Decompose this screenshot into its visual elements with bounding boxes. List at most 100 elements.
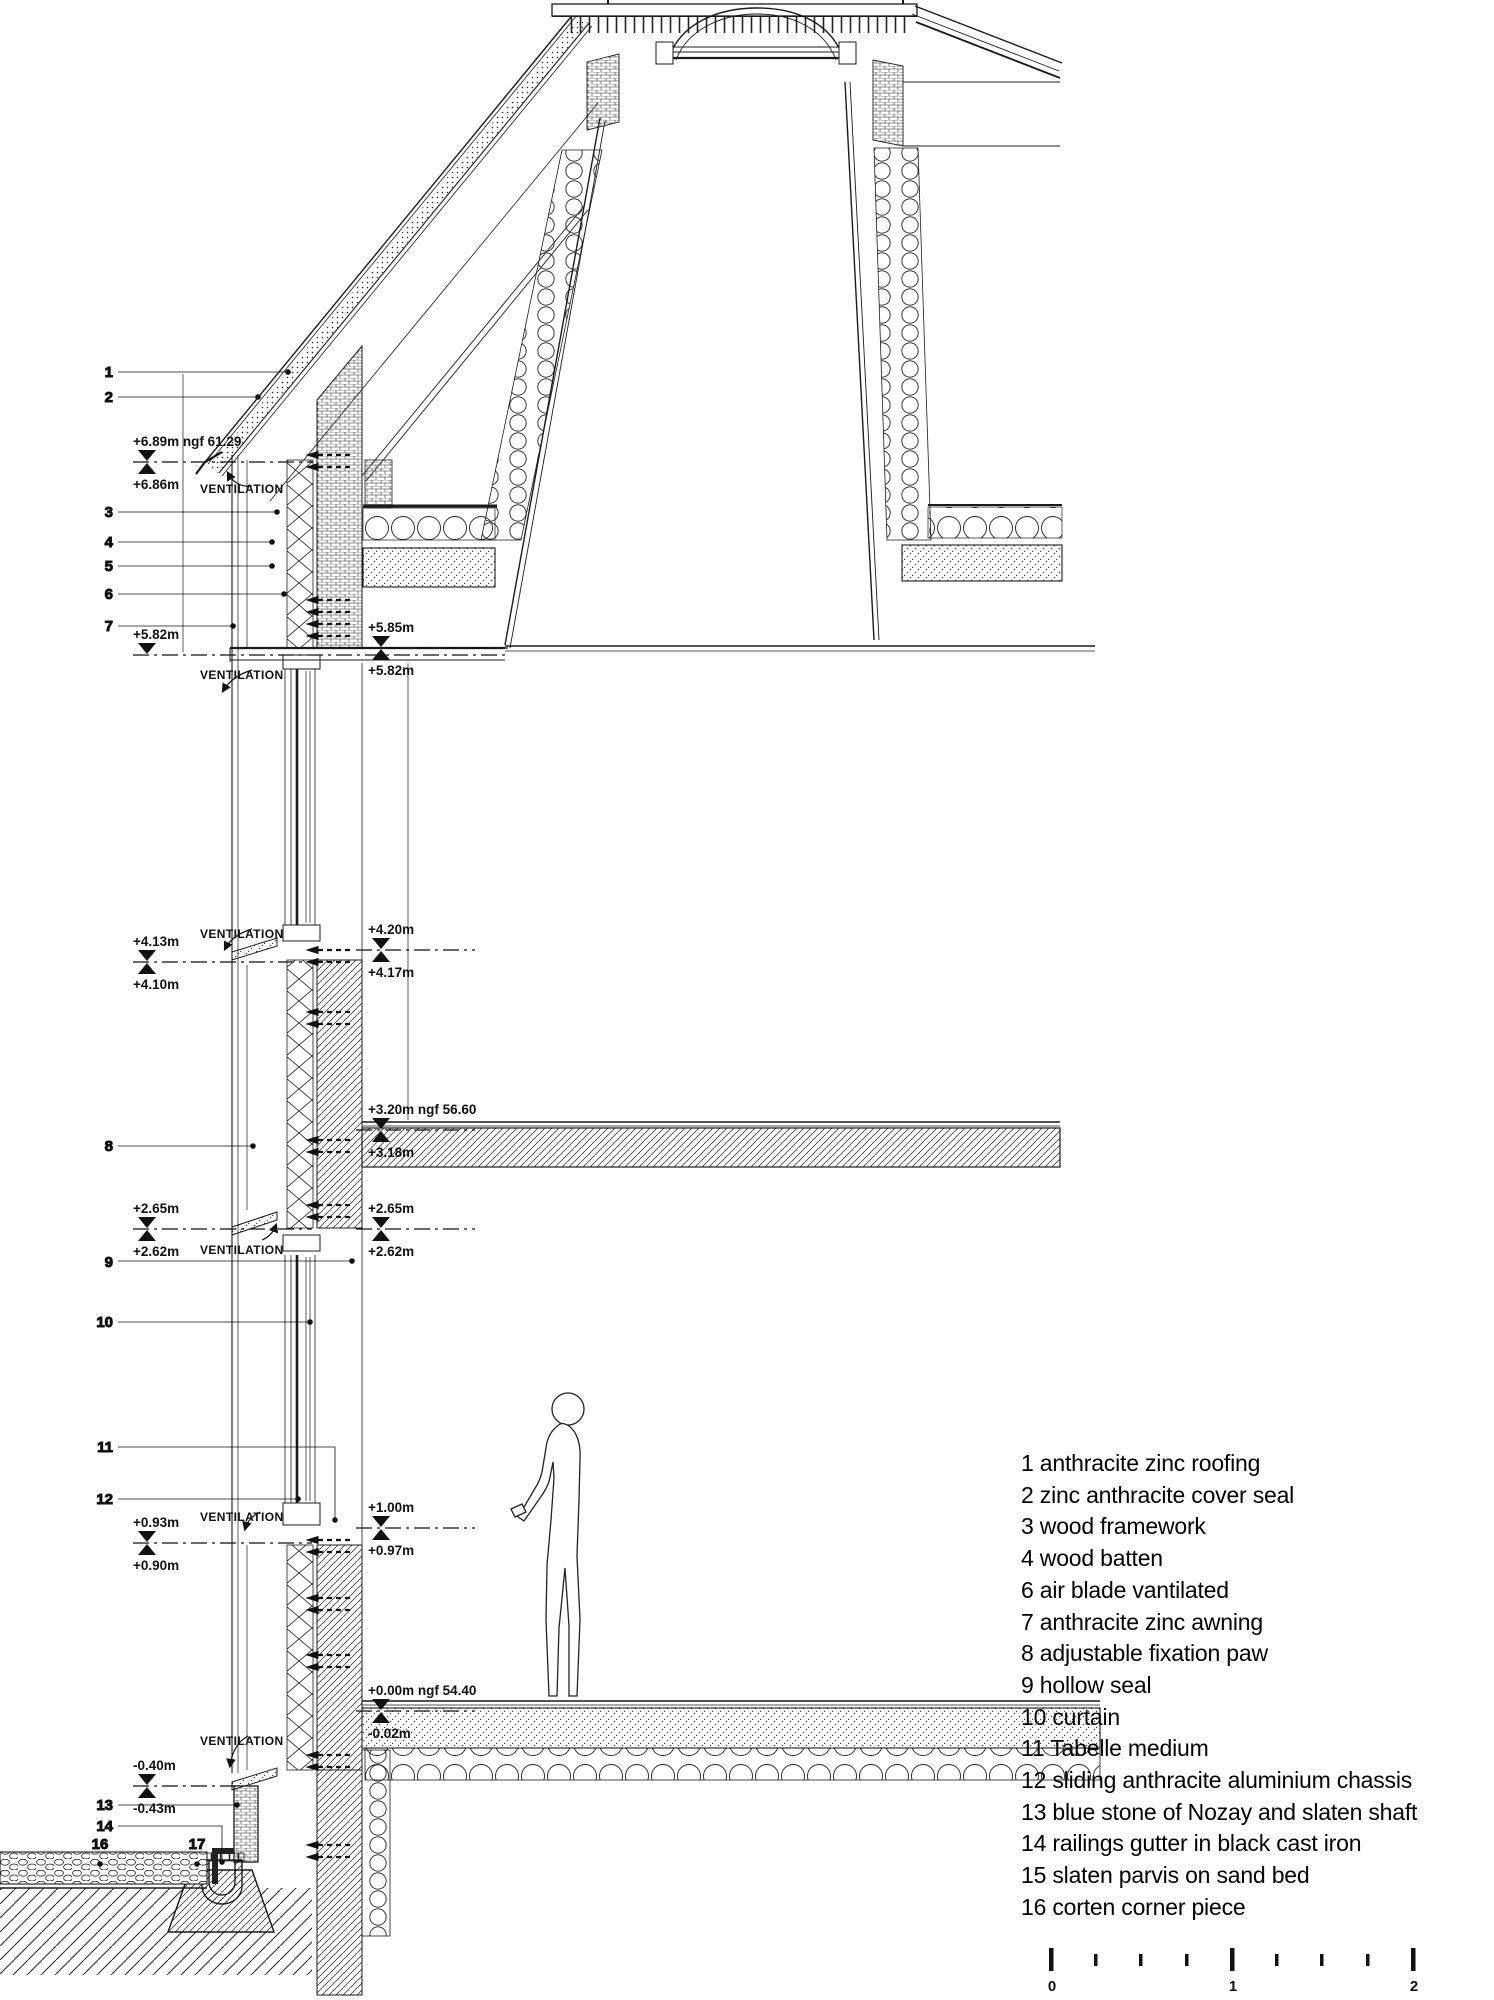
callout-2: 2	[105, 389, 113, 406]
legend-item: 13 blue stone of Nozay and slaten shaft	[1021, 1798, 1418, 1825]
legend-item: 8 adjustable fixation paw	[1021, 1640, 1268, 1667]
basement-wall	[316, 1769, 363, 1996]
callout-3: 3	[105, 504, 113, 521]
skylight-dome	[667, 7, 845, 61]
flat-roof-screed-left	[362, 547, 496, 588]
scale-label-1: 1	[1229, 1978, 1237, 1995]
level-text: +6.86m	[133, 477, 179, 492]
legend-item: 14 railings gutter in black cast iron	[1021, 1830, 1362, 1857]
callout-14: 14	[96, 1818, 113, 1835]
slab-body-320	[361, 1127, 1061, 1168]
corten-corner-piece	[212, 1848, 234, 1884]
legend-item: 1 anthracite zinc roofing	[1021, 1450, 1261, 1476]
wall-assembly	[231, 344, 409, 1996]
marker-413: +4.13m +4.10m	[133, 934, 312, 992]
level-text: +0.97m	[368, 1543, 414, 1558]
sill-flashing-mid	[231, 1211, 278, 1236]
skylight-vent-comb	[566, 17, 911, 33]
marker-093: +0.93m +0.90m	[133, 1515, 312, 1573]
level-text: -0.40m	[133, 1758, 176, 1773]
sill-flashing-upper	[231, 937, 278, 961]
level-text: +2.65m	[368, 1201, 414, 1216]
ground	[0, 1848, 312, 1975]
marker-689: +6.89m ngf 61.29 +6.86m	[133, 434, 312, 492]
callout-12: 12	[96, 1491, 113, 1508]
ventilation-label: VENTILATION	[200, 1243, 284, 1257]
legend-item: 7 anthracite zinc awning	[1021, 1608, 1263, 1635]
right-shaft-insulation	[873, 147, 932, 541]
fixation-arrows	[305, 450, 352, 1862]
floor-slab-000	[361, 1700, 1101, 1781]
slab-insulation-000	[364, 1747, 1101, 1781]
callouts: 1 2 3 4 5 6 7 8 9 10 11 12 13 14 16 17	[91, 364, 355, 1867]
marker-582-left: +5.82m	[133, 627, 505, 656]
marker-265-right: +2.65m +2.62m	[356, 1201, 475, 1259]
ventilation-labels: VENTILATION VENTILATION VENTILATION VENT…	[200, 470, 284, 1769]
fixation-arrow-group	[305, 450, 352, 1862]
level-text: +0.00m ngf 54.40	[368, 1683, 476, 1698]
insulation-s2	[286, 959, 314, 1229]
callout-10: 10	[96, 1314, 113, 1331]
scale-label-2: 2	[1410, 1978, 1418, 1995]
callout-1: 1	[105, 364, 113, 381]
blue-stone-strip	[233, 1785, 259, 1863]
ventilation-label: VENTILATION	[200, 668, 284, 682]
legend-item: 16 corten corner piece	[1021, 1893, 1246, 1920]
insulation-s3	[286, 1544, 314, 1771]
legend-item: 2 zinc anthracite cover seal	[1021, 1481, 1295, 1508]
level-text: +2.62m	[133, 1244, 179, 1259]
masonry-s2	[316, 959, 363, 1229]
left-shaft-insulation	[480, 149, 603, 541]
skylight	[551, 0, 1063, 147]
marker-420: +4.20m +4.17m	[356, 922, 475, 980]
level-text: +5.82m	[133, 627, 179, 642]
masonry-s3	[316, 1544, 363, 1771]
level-text: +2.65m	[133, 1201, 179, 1216]
level-text: +0.93m	[133, 1515, 179, 1530]
legend-item: 11 Tabelle medium	[1021, 1735, 1209, 1762]
parvis-sand-bed	[0, 1851, 208, 1885]
ventilation-label: VENTILATION	[200, 482, 284, 496]
callout-9: 9	[105, 1254, 113, 1271]
callout-13: 13	[96, 1797, 113, 1814]
level-text: +4.13m	[133, 934, 179, 949]
insulation-s1	[286, 459, 314, 649]
callout-4: 4	[105, 534, 114, 551]
legend-item: 10 curtain	[1021, 1703, 1121, 1730]
level-text: +4.20m	[368, 922, 414, 937]
ventilation-label: VENTILATION	[200, 927, 284, 941]
legend-item: 3 wood framework	[1021, 1513, 1206, 1540]
marker-265-left: +2.65m +2.62m	[133, 1201, 312, 1259]
level-text: +5.85m	[368, 620, 414, 635]
elevation-markers: +6.89m ngf 61.29 +6.86m +5.82m +4.13m +4…	[133, 434, 508, 1816]
skylight-left-post	[586, 53, 620, 131]
window-lower	[231, 1211, 321, 1791]
legend-item: 4 wood batten	[1021, 1545, 1163, 1572]
legend-item: 15 slaten parvis on sand bed	[1021, 1862, 1310, 1889]
scale-label-0: 0	[1048, 1978, 1056, 1995]
zinc-dotted-band	[210, 16, 588, 473]
window-upper	[231, 654, 321, 961]
level-text: +0.90m	[133, 1558, 179, 1573]
level-text: -0.02m	[368, 1726, 411, 1741]
slab-screed-000	[361, 1707, 1101, 1749]
level-text: +6.89m ngf 61.29	[133, 434, 241, 449]
marker-585: +5.85m +5.82m	[356, 620, 508, 678]
level-text: +3.20m ngf 56.60	[368, 1102, 476, 1117]
person-figure	[510, 1392, 585, 1697]
callout-8: 8	[105, 1138, 113, 1155]
level-text: +1.00m	[368, 1500, 414, 1515]
floor-slab-320	[361, 1121, 1061, 1168]
flat-roof-screed-right	[901, 544, 1063, 582]
level-text: +5.82m	[368, 663, 414, 678]
marker-320: +3.20m ngf 56.60 +3.18m	[356, 1102, 476, 1160]
legend-item: 9 hollow seal	[1021, 1671, 1152, 1698]
skylight-right-post	[872, 59, 904, 147]
legend-item: 6 air blade vantilated	[1021, 1576, 1229, 1603]
marker-000: +0.00m ngf 54.40 -0.02m	[356, 1683, 476, 1741]
legend: 1 anthracite zinc roofing 2 zinc anthrac…	[1021, 1448, 1491, 1924]
callout-5: 5	[105, 558, 113, 575]
gutter-channel	[201, 1859, 243, 1905]
